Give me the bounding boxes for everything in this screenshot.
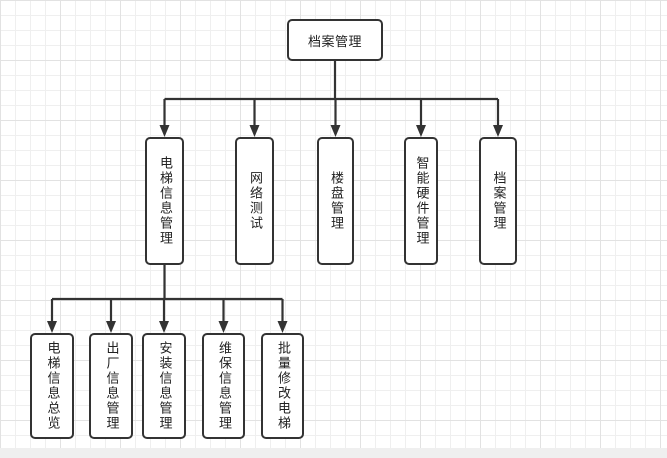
canvas-bottom-bar — [0, 448, 667, 458]
node-network-test[interactable]: 网络测试 — [235, 137, 274, 265]
elevator-arrowhead-icon — [218, 321, 229, 333]
node-label: 出厂信息管理 — [103, 341, 119, 431]
elevator-arrowhead-icon — [159, 321, 169, 333]
root-arrowhead-icon — [159, 125, 170, 137]
node-installation-info-management[interactable]: 安装信息管理 — [142, 333, 186, 439]
elevator-arrowhead-icon — [47, 321, 57, 333]
node-elevator-info-management[interactable]: 电梯信息管理 — [145, 137, 184, 265]
node-maintenance-info-management[interactable]: 维保信息管理 — [202, 333, 245, 439]
node-label: 电梯信息管理 — [157, 156, 172, 246]
node-batch-edit-elevators[interactable]: 批量修改电梯 — [261, 333, 304, 439]
node-label: 安装信息管理 — [156, 341, 172, 431]
node-factory-info-management[interactable]: 出厂信息管理 — [89, 333, 133, 439]
root-arrowhead-icon — [493, 125, 503, 137]
root-arrowhead-icon — [416, 125, 426, 137]
elevator-arrowhead-icon — [277, 321, 288, 333]
node-label: 智能硬件管理 — [413, 156, 429, 246]
node-label: 楼盘管理 — [328, 171, 343, 231]
node-smart-hardware-management[interactable]: 智能硬件管理 — [404, 137, 438, 265]
node-label: 电梯信息总览 — [44, 341, 60, 431]
node-label: 批量修改电梯 — [275, 341, 290, 431]
node-elevator-info-overview[interactable]: 电梯信息总览 — [30, 333, 74, 439]
root-arrowhead-icon — [249, 125, 260, 137]
node-label: 档案管理 — [490, 171, 506, 231]
node-archive-management[interactable]: 档案管理 — [479, 137, 517, 265]
root-arrowhead-icon — [330, 125, 341, 137]
node-label: 档案管理 — [307, 34, 362, 50]
elevator-arrowhead-icon — [106, 321, 116, 333]
node-label: 网络测试 — [247, 171, 262, 231]
node-building-management[interactable]: 楼盘管理 — [317, 137, 354, 265]
node-label: 维保信息管理 — [216, 341, 231, 431]
node-root-archive-management[interactable]: 档案管理 — [287, 19, 383, 61]
